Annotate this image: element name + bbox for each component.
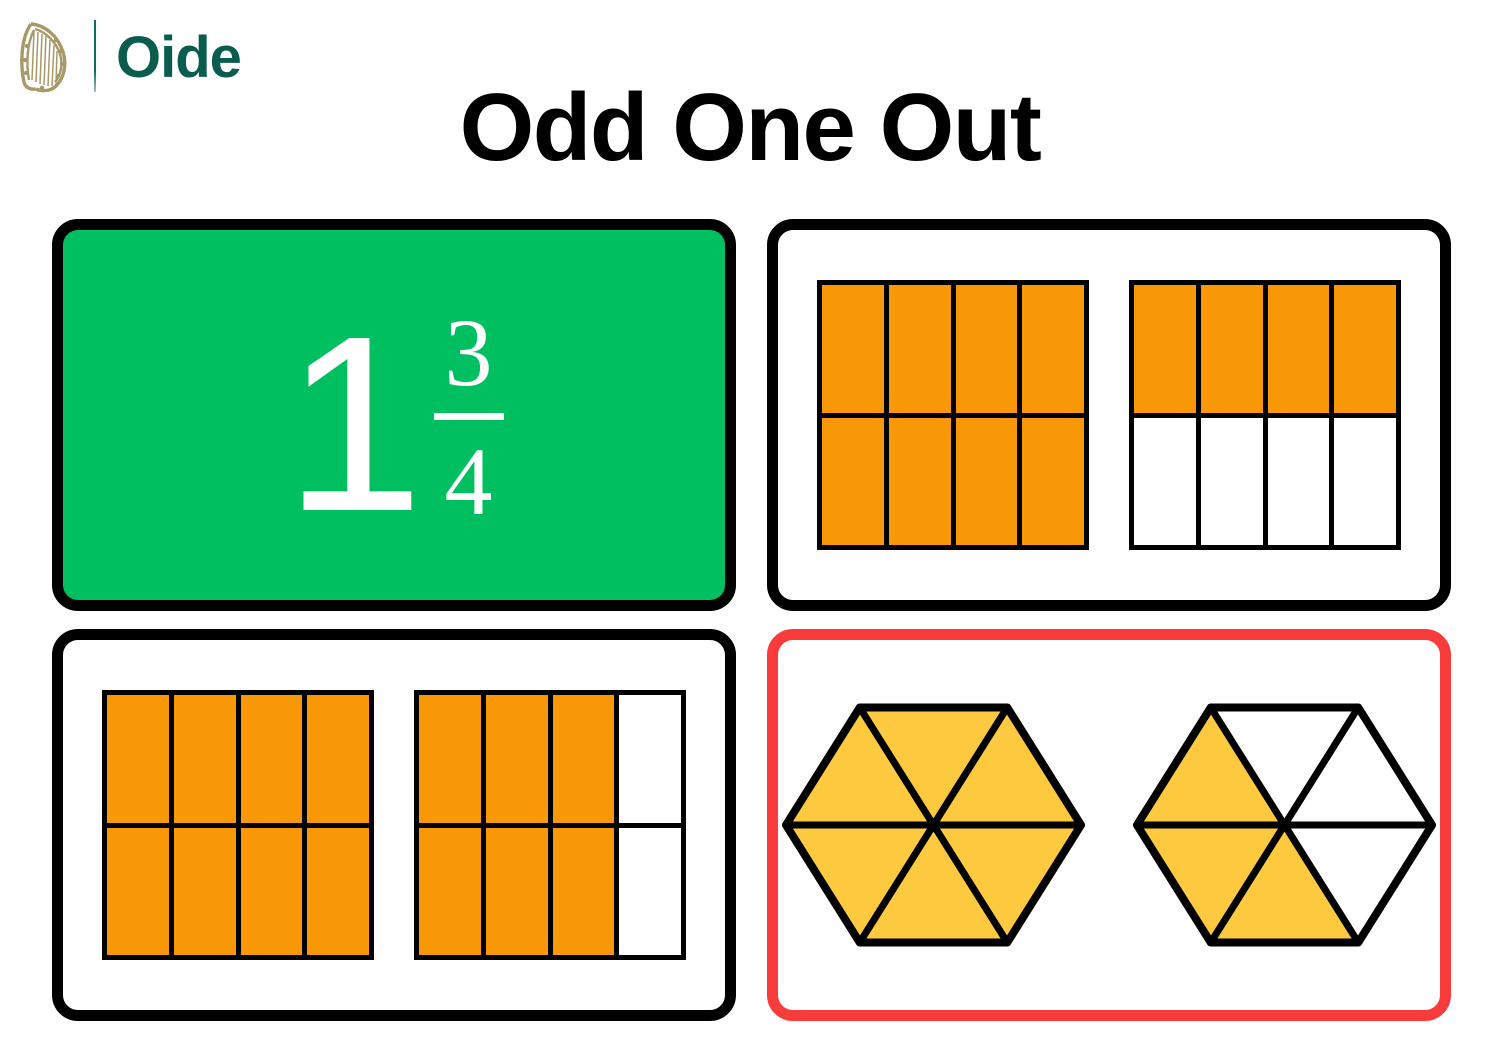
brand-name: Oide bbox=[116, 25, 242, 90]
rectangle-model-part bbox=[414, 690, 686, 960]
rectangle-cell bbox=[307, 827, 369, 955]
rectangle-cell bbox=[1134, 417, 1196, 545]
card-rectangles-one-half[interactable] bbox=[767, 219, 1451, 611]
rectangle-cell bbox=[1334, 285, 1396, 413]
hexagon-outline bbox=[781, 702, 1086, 947]
rectangle-cell bbox=[955, 285, 1018, 413]
mixed-number-whole: 1 bbox=[284, 283, 424, 563]
rectangle-model-whole bbox=[102, 690, 374, 960]
rectangle-cell bbox=[1200, 417, 1263, 545]
rectangle-cell bbox=[1267, 417, 1330, 545]
rectangle-cell bbox=[822, 417, 884, 545]
mixed-number: 1 3 4 bbox=[63, 230, 725, 600]
fraction-denominator: 4 bbox=[444, 427, 493, 535]
rectangle-cell bbox=[173, 695, 236, 823]
rectangle-cell bbox=[822, 285, 884, 413]
rectangle-cell bbox=[419, 827, 481, 955]
hexagon-model-part bbox=[1132, 702, 1437, 947]
rectangle-cell bbox=[173, 827, 236, 955]
card-rectangles-three-quarters[interactable] bbox=[52, 629, 736, 1021]
hexagon-model-whole bbox=[781, 702, 1086, 947]
rectangle-cell bbox=[307, 695, 369, 823]
rectangle-cell bbox=[1334, 417, 1396, 545]
rectangle-cell bbox=[1022, 285, 1084, 413]
rectangle-model-part bbox=[1129, 280, 1401, 550]
card-mixed-number[interactable]: 1 3 4 bbox=[52, 219, 736, 611]
model-row bbox=[63, 640, 725, 1010]
rectangle-cell bbox=[240, 827, 303, 955]
rectangle-cell bbox=[1267, 285, 1330, 413]
rectangle-cell bbox=[485, 827, 548, 955]
rectangle-cell bbox=[888, 285, 951, 413]
fraction-bar bbox=[433, 412, 504, 420]
model-row bbox=[778, 640, 1440, 1010]
brand-divider bbox=[94, 20, 96, 92]
rectangle-cell bbox=[619, 827, 681, 955]
fraction-numerator: 3 bbox=[444, 298, 493, 406]
irish-harp-icon bbox=[20, 22, 67, 93]
hexagon-outline bbox=[1132, 702, 1437, 947]
rectangle-cell bbox=[552, 827, 615, 955]
rectangle-cell bbox=[552, 695, 615, 823]
rectangle-cell bbox=[888, 417, 951, 545]
card-grid: 1 3 4 bbox=[52, 219, 1451, 1021]
rectangle-cell bbox=[107, 827, 169, 955]
rectangle-cell bbox=[1022, 417, 1084, 545]
rectangle-cell bbox=[240, 695, 303, 823]
rectangle-cell bbox=[419, 695, 481, 823]
rectangle-cell bbox=[619, 695, 681, 823]
mixed-number-fraction: 3 4 bbox=[433, 298, 504, 535]
rectangle-cell bbox=[1134, 285, 1196, 413]
card-hexagons-one-half[interactable] bbox=[767, 629, 1451, 1021]
rectangle-cell bbox=[955, 417, 1018, 545]
brand-logo: Oide bbox=[14, 16, 242, 96]
page-title: Odd One Out bbox=[459, 74, 1042, 181]
model-row bbox=[778, 230, 1440, 600]
rectangle-cell bbox=[107, 695, 169, 823]
rectangle-model-whole bbox=[817, 280, 1089, 550]
rectangle-cell bbox=[485, 695, 548, 823]
rectangle-cell bbox=[1200, 285, 1263, 413]
